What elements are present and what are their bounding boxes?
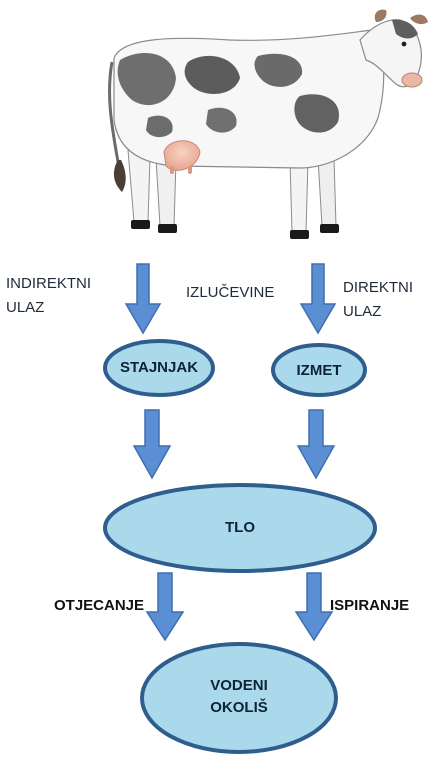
label-izlucevine: IZLUČEVINE [186, 284, 275, 301]
arrow-ispiranje [294, 572, 334, 642]
arrow-to-stajnjak [124, 263, 162, 335]
node-stajnjak-label: STAJNJAK [119, 359, 199, 376]
node-stajnjak [103, 339, 215, 397]
node-tlo [103, 483, 377, 573]
node-izmet-label: IZMET [296, 362, 342, 379]
arrow-izmet-to-tlo [296, 409, 336, 480]
node-vodeni-okolis [140, 642, 338, 754]
cow-illustration [108, 9, 428, 239]
node-izmet [271, 343, 367, 397]
label-indirektni-ulaz: INDIREKTNI ULAZ [6, 275, 92, 316]
node-tlo-label: TLO [225, 519, 255, 536]
node-vodeni-okolis-label: VODENI OKOLIŠ [210, 677, 268, 716]
label-otjecanje: OTJECANJE [54, 597, 145, 614]
label-direktni-ulaz: DIREKTNI ULAZ [343, 279, 414, 320]
arrow-stajnjak-to-tlo [132, 409, 172, 480]
label-ispiranje: ISPIRANJE [330, 597, 410, 614]
arrow-otjecanje [145, 572, 185, 642]
arrow-to-izmet [299, 263, 337, 335]
